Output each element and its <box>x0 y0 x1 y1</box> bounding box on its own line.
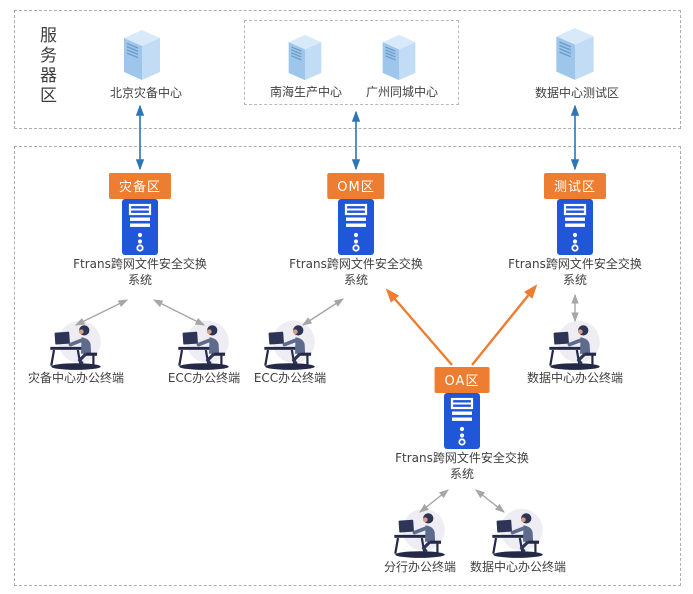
server-node-label: 数据中心测试区 <box>534 86 620 100</box>
server-node-label: 广州同城中心 <box>365 85 439 99</box>
terminal-label: ECC办公终端 <box>253 371 327 385</box>
zone-tag: 灾备区 <box>108 173 172 199</box>
terminal-label: 灾备中心办公终端 <box>27 371 125 385</box>
server-node-label: 北京灾备中心 <box>109 86 183 100</box>
server-node-label: 南海生产中心 <box>269 85 343 99</box>
terminal-label: 分行办公终端 <box>383 560 457 574</box>
server-3d-icon <box>377 33 421 82</box>
server-zone-border <box>14 10 681 129</box>
zone-tag: OM区 <box>327 173 385 199</box>
server-zone-label: 服务器区 <box>36 26 56 106</box>
system-label: Ftrans跨网文件安全交换 系统 <box>508 257 642 287</box>
system-label: Ftrans跨网文件安全交换 系统 <box>289 257 423 287</box>
tower-server-icon <box>122 199 158 255</box>
system-label: Ftrans跨网文件安全交换 系统 <box>73 257 207 287</box>
person-at-desk-icon <box>387 506 453 561</box>
server-3d-icon <box>283 33 327 82</box>
person-at-desk-icon <box>171 318 237 373</box>
tower-server-icon <box>444 393 480 449</box>
system-label: Ftrans跨网文件安全交换 系统 <box>395 451 529 481</box>
terminal-label: 数据中心办公终端 <box>469 560 567 574</box>
production-centers-border <box>244 20 459 105</box>
terminal-label: 数据中心办公终端 <box>526 371 624 385</box>
zone-tag: 测试区 <box>543 173 607 199</box>
tower-server-icon <box>557 199 593 255</box>
terminal-zone-border <box>14 146 681 586</box>
server-3d-icon <box>118 28 166 82</box>
server-3d-icon <box>550 26 600 82</box>
terminal-label: ECC办公终端 <box>167 371 241 385</box>
person-at-desk-icon <box>257 318 323 373</box>
person-at-desk-icon <box>485 506 551 561</box>
person-at-desk-icon <box>542 318 608 373</box>
person-at-desk-icon <box>43 318 109 373</box>
tower-server-icon <box>338 199 374 255</box>
zone-tag: OA区 <box>434 367 490 393</box>
